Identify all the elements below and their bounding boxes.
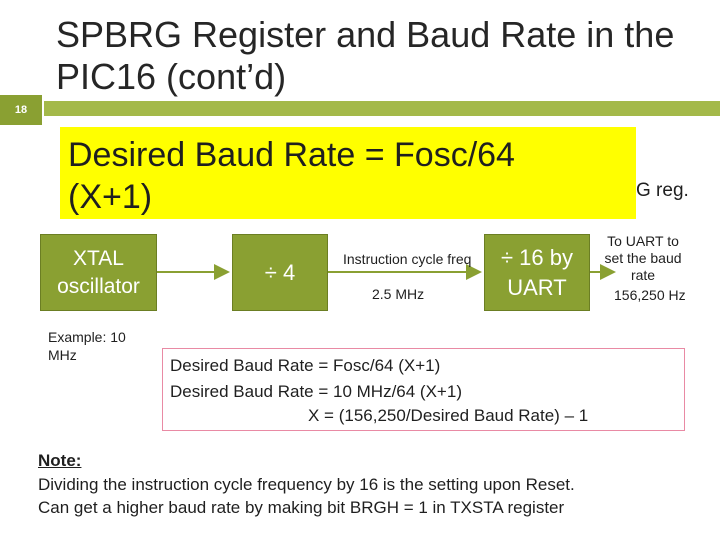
calculation-box (162, 348, 685, 431)
xtal-oscillator-label: XTAL oscillator (57, 246, 140, 298)
register-fragment-text: G reg. (636, 180, 689, 201)
note-line-2: Can get a higher baud rate by making bit… (38, 498, 565, 517)
instruction-cycle-label: Instruction cycle freq (343, 251, 472, 267)
divide-by-16-block: ÷ 16 by UART (484, 234, 590, 311)
example-frequency-label: Example: 10 MHz (48, 329, 126, 363)
xtal-oscillator-block: XTAL oscillator (40, 234, 157, 311)
slide-title: SPBRG Register and Baud Rate in the PIC1… (56, 14, 675, 97)
calculation-line-1: Desired Baud Rate = Fosc/64 (X+1) (170, 356, 441, 375)
calculation-line-3: X = (156,250/Desired Baud Rate) – 1 (308, 406, 589, 425)
slide-number: 18 (0, 95, 42, 125)
formula-highlight-box (60, 127, 636, 219)
divide-by-16-label: ÷ 16 by UART (500, 244, 573, 300)
title-divider (44, 101, 720, 116)
calculation-line-2: Desired Baud Rate = 10 MHz/64 (X+1) (170, 382, 462, 401)
formula-text: Desired Baud Rate = Fosc/64 (X+1) (68, 136, 515, 216)
note-line-1: Dividing the instruction cycle frequency… (38, 475, 575, 494)
divide-by-4-label: ÷ 4 (264, 259, 296, 285)
instruction-frequency-value: 2.5 MHz (372, 286, 425, 302)
to-uart-label: To UART to set the baud rate (604, 233, 682, 283)
output-frequency-value: 156,250 Hz (614, 287, 686, 303)
divide-by-4-block: ÷ 4 (232, 234, 328, 311)
note-heading: Note: (38, 451, 82, 470)
